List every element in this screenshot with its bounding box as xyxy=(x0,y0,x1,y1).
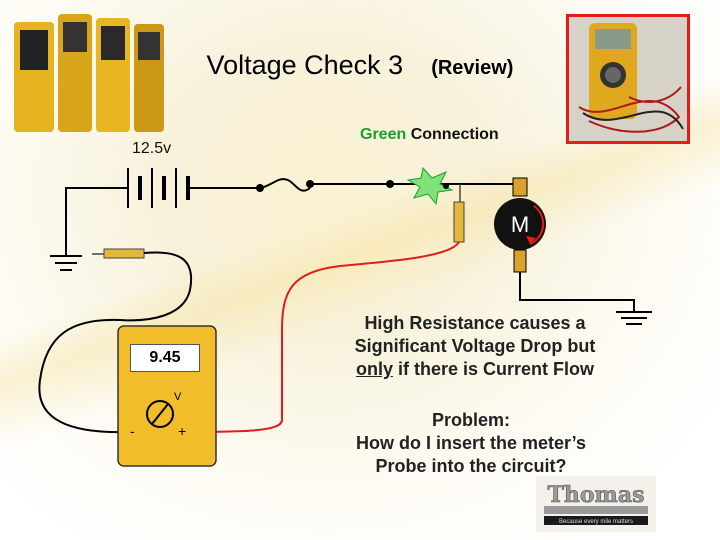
fuse-symbol xyxy=(259,178,311,192)
battery-symbol xyxy=(127,168,190,208)
problem-line-1: Problem: xyxy=(431,410,510,430)
problem-line-3: Probe into the circuit? xyxy=(375,456,567,476)
meter-reading: 9.45 xyxy=(149,349,181,366)
connection-rest: Connection xyxy=(406,126,499,143)
logo-brand: Thomas xyxy=(548,482,645,508)
motor-rotation-arrow xyxy=(529,205,545,245)
motor-label: M xyxy=(511,212,529,237)
multimeter-photo xyxy=(566,14,690,144)
wire-battery-ground xyxy=(65,187,128,256)
note-line-3: only if there is Current Flow xyxy=(330,358,620,381)
motor-terminal-bottom xyxy=(513,249,527,273)
resistance-note: High Resistance causes a Significant Vol… xyxy=(330,312,620,381)
problem-question: Problem: How do I insert the meter’s Pro… xyxy=(336,409,606,478)
meter-pos-terminal: + xyxy=(178,423,186,439)
title-sub: (Review) xyxy=(431,57,514,79)
thomas-logo: Thomas Because every mile matters xyxy=(536,476,656,532)
title-main: Voltage Check 3 xyxy=(206,50,404,80)
meter-unit: V xyxy=(174,391,182,403)
note-line-1: High Resistance causes a xyxy=(364,313,586,333)
school-bus-images xyxy=(14,14,164,132)
motor-symbol xyxy=(494,198,546,250)
slide-title: Voltage Check 3 (Review) xyxy=(0,50,720,81)
green-connection-label: Green Connection xyxy=(360,126,499,144)
logo-tagline: Because every mile matters xyxy=(559,519,633,525)
motor-terminal-top xyxy=(512,177,528,197)
ground-symbol-right xyxy=(616,311,652,325)
ground-symbol-left xyxy=(50,255,82,271)
black-probe-lead xyxy=(38,251,193,434)
note-line-3-rest: if there is Current Flow xyxy=(392,359,595,379)
red-probe-handle xyxy=(453,201,465,243)
connection-color-word: Green xyxy=(360,126,407,143)
green-connection-star xyxy=(406,166,454,206)
note-line-2: Significant Voltage Drop but xyxy=(354,336,596,356)
meter-display: 9.45 xyxy=(130,344,200,372)
wire-motor-ground xyxy=(519,272,635,312)
meter-dial-icon xyxy=(146,400,174,428)
problem-line-2: How do I insert the meter’s xyxy=(355,433,587,453)
battery-voltage-label: 12.5v xyxy=(132,140,172,157)
note-underlined-word: only xyxy=(355,359,393,379)
node-4 xyxy=(443,183,449,189)
red-probe-lead xyxy=(175,241,460,433)
meter-neg-terminal: - xyxy=(130,423,135,439)
black-probe-handle xyxy=(103,248,145,259)
